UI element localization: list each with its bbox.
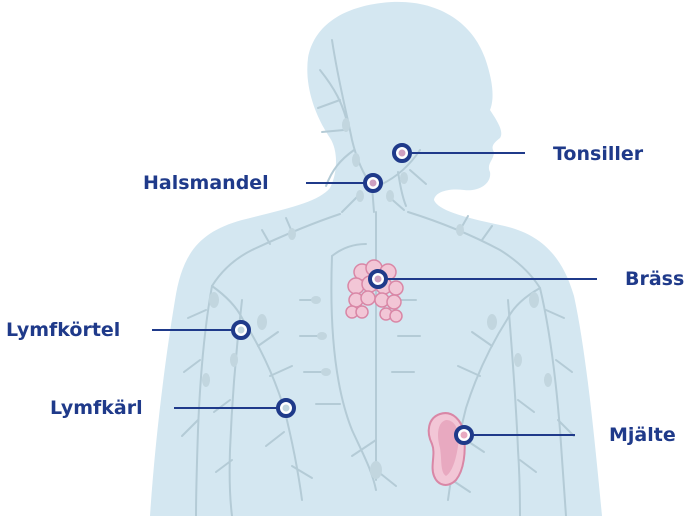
lymph-node [321,368,331,376]
lymph-node [311,296,321,304]
lymph-node [514,353,522,367]
lymph-node [352,153,360,167]
label-tonsiller: Tonsiller [553,143,643,165]
lymph-node [487,314,497,330]
lymph-node [342,118,350,132]
marker-halsmandel [365,175,381,191]
lymph-node [456,224,464,236]
marker-mjalte [456,427,472,443]
marker-lymfkortel [233,322,249,338]
lymph-node [202,373,210,387]
lymph-node [288,228,296,240]
marker-tonsiller [394,145,410,161]
lymph-node [317,332,327,340]
label-lymfkortel: Lymfkörtel [6,319,120,341]
lymph-node [386,190,394,202]
label-halsmandel: Halsmandel [143,172,269,194]
lymph-node [230,353,238,367]
marker-brass [370,271,386,287]
lymph-node [400,172,408,184]
spleen-organ [429,413,465,485]
label-brass: Bräss [625,268,684,290]
label-lymfkarl: Lymfkärl [50,397,143,419]
label-mjalte: Mjälte [609,424,676,446]
lymph-node [257,314,267,330]
lymph-node [544,373,552,387]
lymph-node [529,292,539,308]
lymph-node [370,461,382,479]
lymph-node [209,292,219,308]
marker-lymfkarl [278,400,294,416]
lymph-node [356,190,364,202]
